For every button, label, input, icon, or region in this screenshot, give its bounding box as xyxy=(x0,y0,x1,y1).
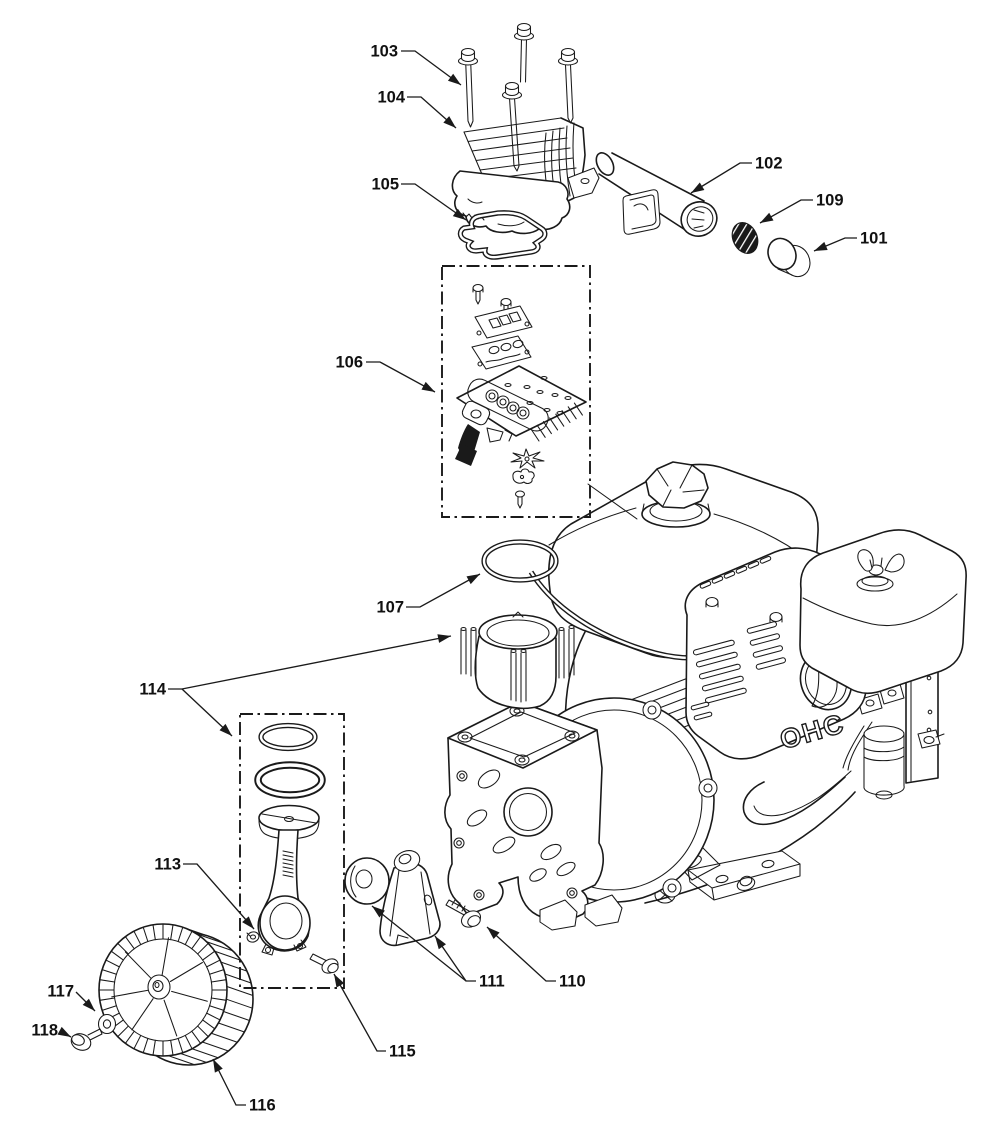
crank-opening xyxy=(503,787,553,837)
crankcase-front-plate xyxy=(444,701,623,931)
engine-mount-base xyxy=(654,844,801,904)
air-cleaner xyxy=(799,529,967,694)
callout-106: 106 xyxy=(335,354,436,393)
plate-slits xyxy=(504,375,572,416)
connecting-rod xyxy=(257,829,311,956)
callout-label-116: 116 xyxy=(249,1097,276,1115)
dashed-box-106 xyxy=(441,265,591,518)
end-cap xyxy=(767,237,811,278)
callout-label-101: 101 xyxy=(860,230,888,248)
alignment-line xyxy=(587,483,638,520)
callouts: 103 104 105 102 109 101 106 107 114 113 111 110 115 1… xyxy=(31,43,887,1115)
sleeve-ribs xyxy=(460,624,575,703)
flange-bolt xyxy=(457,47,479,128)
washer xyxy=(97,1013,117,1035)
callout-109: 109 xyxy=(759,192,844,224)
callout-label-113: 113 xyxy=(154,856,181,874)
plate-tab xyxy=(461,400,491,426)
callout-label-117: 117 xyxy=(47,983,74,1001)
rod-clip xyxy=(246,931,260,943)
shroud-louvers-left xyxy=(690,639,747,721)
valve-plate xyxy=(455,365,587,466)
eccentric-bearing xyxy=(344,857,390,905)
fuel-cap xyxy=(641,461,711,528)
flange-bolt xyxy=(557,47,579,124)
cylinder-sleeve xyxy=(460,611,575,710)
small-screw xyxy=(514,490,526,509)
shroud-louvers-top xyxy=(699,555,772,589)
reed-plate-lower xyxy=(471,335,532,370)
valve-gasket-small xyxy=(512,468,535,484)
callout-label-115: 115 xyxy=(389,1043,416,1061)
valve-assembly-box xyxy=(441,265,591,518)
flange-bolt xyxy=(501,81,523,172)
callout-110: 110 xyxy=(486,926,586,991)
callout-117: 117 xyxy=(47,983,96,1012)
reed-plate-upper xyxy=(474,305,533,339)
bolt-110 xyxy=(445,899,482,928)
callout-113: 113 xyxy=(154,856,255,930)
tube-bracket xyxy=(622,189,661,235)
piston-ring-2 xyxy=(254,761,326,799)
callout-label-103: 103 xyxy=(370,43,398,61)
callout-104: 104 xyxy=(377,89,457,129)
flange-bolt xyxy=(513,22,535,83)
callout-116: 116 xyxy=(212,1058,276,1115)
callout-label-118: 118 xyxy=(31,1022,58,1040)
wing-nut xyxy=(856,549,905,592)
callout-label-105: 105 xyxy=(371,176,399,194)
pump-feet xyxy=(539,894,623,931)
callout-114: 114 xyxy=(139,634,452,737)
callout-107: 107 xyxy=(376,573,481,617)
callout-103: 103 xyxy=(370,43,462,86)
fan-wheel xyxy=(98,923,254,1066)
bolt-118 xyxy=(70,1028,103,1051)
engine-underside xyxy=(644,791,856,904)
shroud-louvers-mid xyxy=(746,621,786,670)
bracket-clip xyxy=(917,729,941,749)
callout-105: 105 xyxy=(371,176,467,221)
dashed-box-114 xyxy=(239,713,345,989)
plate-top-face xyxy=(447,701,598,769)
carburetor-canister xyxy=(857,683,905,800)
callout-label-109: 109 xyxy=(816,192,844,210)
callout-102: 102 xyxy=(690,155,783,194)
callout-111: 111 xyxy=(371,905,505,991)
bolt-115 xyxy=(309,953,339,974)
plate-cutouts xyxy=(453,769,578,901)
head-side-fins xyxy=(544,122,578,201)
callout-label-110: 110 xyxy=(559,973,586,991)
piston-box xyxy=(239,713,345,989)
callout-label-102: 102 xyxy=(755,155,783,173)
counterweight xyxy=(379,850,441,947)
exhaust-tube xyxy=(595,152,718,237)
small-screw xyxy=(472,283,484,305)
valve-spring xyxy=(731,221,759,255)
base-bolt-head xyxy=(739,875,753,887)
callout-label-111: 111 xyxy=(479,973,505,991)
barrel-lugs xyxy=(642,700,718,898)
callout-label-104: 104 xyxy=(377,89,405,107)
callout-label-106: 106 xyxy=(335,354,363,372)
head-gasket xyxy=(457,210,548,260)
callout-label-107: 107 xyxy=(376,599,404,617)
engine-hoses xyxy=(742,721,873,826)
piston-ring-1 xyxy=(258,722,318,752)
head-bolts xyxy=(457,22,579,172)
callout-101: 101 xyxy=(813,230,888,252)
callout-118: 118 xyxy=(31,1022,72,1040)
base-bolt-flange xyxy=(736,877,756,891)
callout-115: 115 xyxy=(333,973,416,1061)
o-ring xyxy=(481,539,559,583)
plate-corner-bosses xyxy=(457,705,580,766)
valve-fan-star xyxy=(510,448,545,469)
callout-label-114: 114 xyxy=(139,681,166,699)
